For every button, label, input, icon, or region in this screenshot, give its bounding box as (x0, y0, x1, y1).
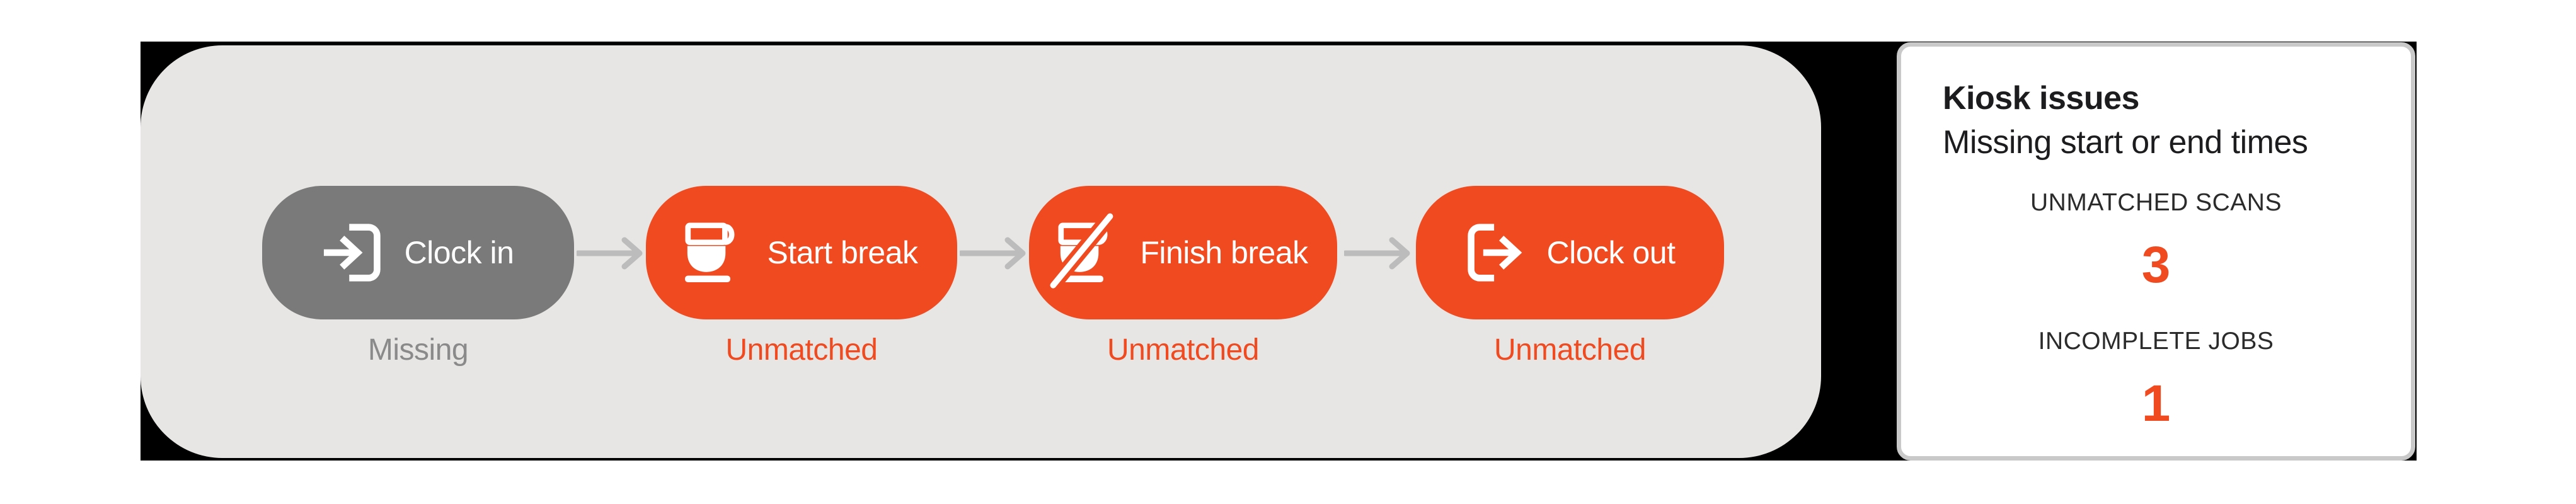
incomplete-jobs-label: INCOMPLETE JOBS (2038, 328, 2274, 355)
arrow-right-icon (577, 237, 643, 270)
step-label: Start break (767, 235, 918, 270)
arrow-right-icon (1344, 237, 1410, 270)
step-status-unmatched: Unmatched (725, 333, 878, 367)
step-clock-out[interactable]: Clock out (1416, 186, 1724, 319)
step-label: Finish break (1140, 235, 1308, 270)
step-label: Clock in (404, 235, 514, 270)
step-clock-in[interactable]: Clock in (262, 186, 574, 319)
step-finish-break[interactable]: Finish break (1029, 186, 1337, 319)
clock-in-icon (323, 224, 381, 282)
step-start-break[interactable]: Start break (646, 186, 957, 319)
unmatched-scans-label: UNMATCHED SCANS (2030, 189, 2282, 216)
start-break-icon (685, 222, 735, 283)
unmatched-scans-value: 3 (2141, 236, 2171, 294)
incomplete-jobs-value: 1 (2141, 375, 2171, 432)
clock-out-icon (1467, 224, 1522, 282)
step-label: Clock out (1546, 235, 1676, 270)
arrow-right-icon (960, 237, 1026, 270)
step-status-unmatched: Unmatched (1494, 333, 1646, 367)
step-status-missing: Missing (367, 333, 469, 367)
kiosk-issues-card: Kiosk issues Missing start or end times … (1897, 42, 2415, 461)
kiosk-card-title: Kiosk issues (1943, 80, 2139, 117)
finish-break-icon (1047, 212, 1116, 290)
step-status-unmatched: Unmatched (1107, 333, 1259, 367)
kiosk-card-subtitle: Missing start or end times (1943, 124, 2308, 161)
